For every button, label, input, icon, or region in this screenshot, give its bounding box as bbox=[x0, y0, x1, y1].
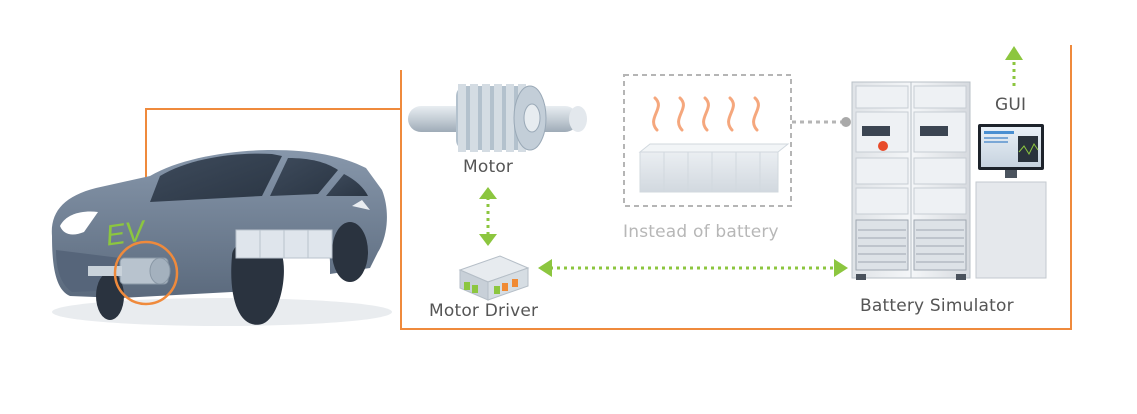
heat-waves bbox=[652, 96, 760, 132]
emergency-stop-button bbox=[878, 141, 888, 151]
car-far-wheel bbox=[332, 222, 368, 282]
motor-rotor bbox=[456, 84, 547, 152]
pc-cabinet bbox=[975, 181, 1047, 279]
instead-of-battery-label: Instead of battery bbox=[623, 222, 779, 242]
battery-simulator-label: Battery Simulator bbox=[860, 296, 1014, 316]
connector-dot bbox=[841, 117, 851, 127]
car-side-window-front bbox=[270, 158, 338, 196]
replaced-battery-box bbox=[623, 74, 851, 207]
dashed-border bbox=[623, 74, 792, 207]
car-side-window-rear bbox=[326, 174, 368, 196]
motor-illustration bbox=[408, 84, 587, 152]
battery-cells bbox=[638, 143, 790, 193]
car-headlight bbox=[60, 211, 98, 235]
gui-up-arrow bbox=[1005, 46, 1023, 88]
motor-shaft-end bbox=[569, 106, 587, 132]
car-mirror bbox=[352, 200, 370, 210]
cabinet-display bbox=[862, 126, 890, 136]
car-rear-wheel bbox=[231, 238, 284, 325]
car-shadow bbox=[52, 298, 392, 326]
gui-computer bbox=[975, 124, 1047, 279]
battery-simulator-cabinet bbox=[851, 81, 971, 280]
motor-label: Motor bbox=[463, 157, 514, 177]
motor-driver-illustration bbox=[458, 255, 530, 301]
car-battery-pack bbox=[235, 229, 333, 259]
car-windshield bbox=[150, 153, 282, 202]
gui-label: GUI bbox=[995, 95, 1027, 115]
motor-driver-label: Motor Driver bbox=[429, 301, 539, 321]
car-motor bbox=[88, 257, 171, 285]
ev-badge: EV bbox=[104, 215, 149, 252]
frame-outline bbox=[400, 45, 1072, 330]
motor-driver-motor-arrow bbox=[479, 187, 497, 246]
ev-car-illustration: EV bbox=[51, 150, 392, 326]
driver-simulator-arrow bbox=[538, 259, 848, 277]
cabinet-vents bbox=[855, 219, 967, 271]
cabinet-display-2 bbox=[920, 126, 948, 136]
motor-highlight-circle bbox=[113, 240, 179, 306]
green-arrows bbox=[479, 46, 1023, 277]
